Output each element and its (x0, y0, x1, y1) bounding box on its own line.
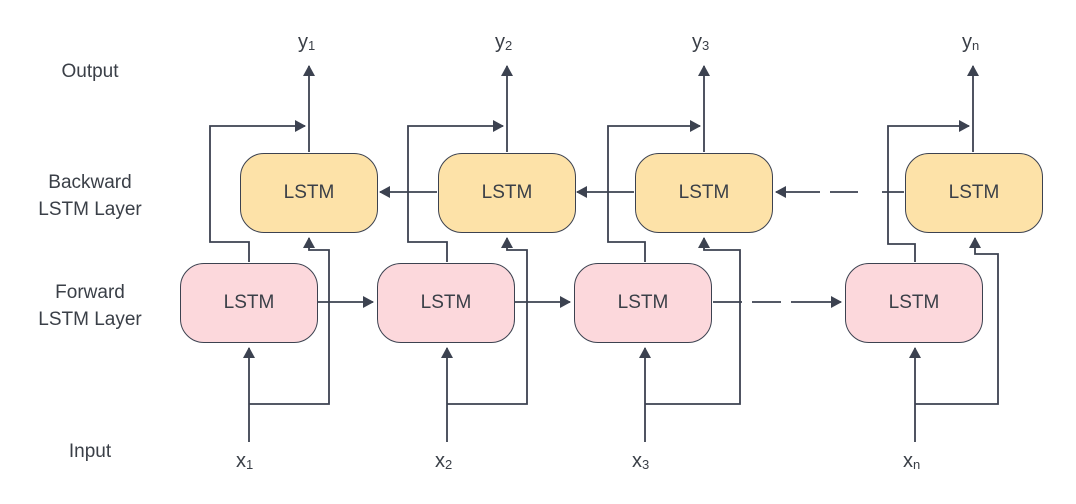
cell-label: LSTM (481, 182, 533, 203)
forward-lstm-cell-n: LSTM (845, 263, 983, 343)
backward-lstm-cell-n: LSTM (905, 153, 1043, 233)
forward-to-output-1 (209, 120, 306, 262)
forward-to-output-3 (607, 120, 701, 262)
forward-to-output-2 (407, 120, 504, 262)
input-to-backward-n (915, 237, 999, 405)
forward-layer-label: Forward LSTM Layer (38, 282, 142, 330)
forward-to-output-n (887, 120, 970, 262)
input-xn: xn (903, 450, 921, 472)
forward-lstm-cell-2: LSTM (377, 263, 515, 343)
cell-label: LSTM (283, 182, 335, 203)
cell-label: LSTM (678, 182, 730, 203)
forward-lstm-cell-1: LSTM (180, 263, 318, 343)
cell-label: LSTM (888, 292, 940, 313)
backward-layer-label: Backward LSTM Layer (38, 172, 142, 220)
cell-label: LSTM (948, 182, 1000, 203)
cell-label: LSTM (617, 292, 669, 313)
input-row-label: Input (68, 441, 112, 462)
output-y3: y3 (692, 31, 710, 53)
backward-lstm-cell-2: LSTM (438, 153, 576, 233)
input-to-backward-1 (249, 237, 330, 405)
forward-lstm-cell-3: LSTM (574, 263, 712, 343)
input-to-backward-2 (447, 237, 528, 405)
input-x1: x1 (236, 450, 254, 472)
input-x2: x2 (435, 450, 453, 472)
backward-lstm-cell-3: LSTM (635, 153, 773, 233)
cell-label: LSTM (223, 292, 275, 313)
input-to-backward-3 (645, 237, 741, 405)
backward-lstm-cell-1: LSTM (240, 153, 378, 233)
output-y1: y1 (298, 31, 316, 53)
output-row-label: Output (61, 61, 119, 82)
cell-label: LSTM (420, 292, 472, 313)
output-y2: y2 (495, 31, 513, 53)
output-yn: yn (962, 31, 980, 53)
input-x3: x3 (632, 450, 650, 472)
